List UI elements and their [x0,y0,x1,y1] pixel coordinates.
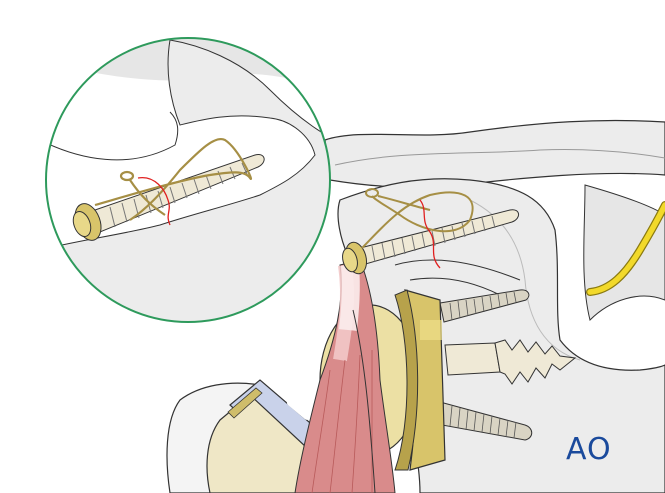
ao-logo: AO [566,432,612,467]
magnified-inset [46,38,330,322]
baseplate-lower-screw [439,401,533,441]
fracture-line [419,199,441,269]
baseplate-upper-screw [439,289,530,323]
baseplate-center-peg [444,339,577,385]
inset-fracture-line [137,177,171,226]
main-screw [342,209,519,275]
tension-wire [361,188,474,249]
inset-wire [94,137,253,221]
acromion-bone [324,119,665,188]
inset-border [45,37,331,323]
